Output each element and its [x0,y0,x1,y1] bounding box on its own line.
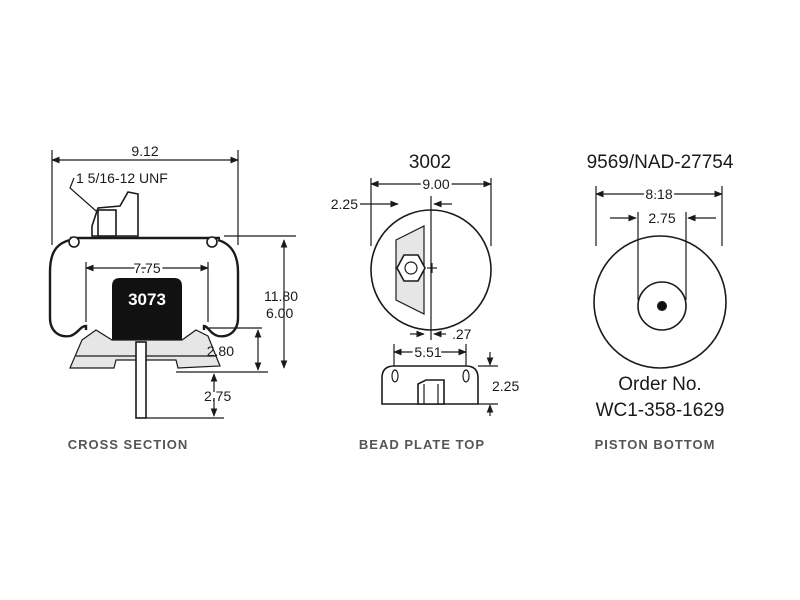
stud-spacing-label: 5.51 [414,344,441,360]
bead-plate-caption: BEAD PLATE TOP [359,437,485,452]
mount-nut [396,254,426,282]
lower-stud [135,341,147,419]
plate-height-label: 2.25 [492,378,519,394]
piston-part-number: 9569/NAD-27754 [587,152,734,173]
cross-section-caption: CROSS SECTION [68,437,189,452]
offset-label: 2.25 [331,196,358,212]
bellows-right-wall [202,238,240,338]
piston-diameter-label: 8.18 [645,186,672,202]
piston-outer-circle [593,235,727,369]
bellows-left-wall [48,238,88,338]
piston-bottom-caption: PISTON BOTTOM [595,437,716,452]
bumper-block [112,278,182,346]
order-label: Order No. [618,374,701,395]
stud-slot-right [462,369,470,383]
piston-inner-circle [637,281,687,331]
cross-section-view: 9.12 1 5/16-12 UNF 7.75 3073 11.80 6.0 [48,143,298,452]
height-min-label: 6.00 [266,305,293,321]
model-badge: 3073 [128,290,166,309]
bead-plate-view: 3002 9.00 2.25 .27 5.51 [331,152,520,452]
order-number: WC1-358-1629 [596,400,725,421]
bead-plate-part-number: 3002 [409,152,451,173]
bead-right [206,236,218,248]
overall-width-label: 9.12 [131,143,158,159]
stud-slot-left [391,369,399,383]
side-nut [417,379,445,405]
mount-nut-hole [404,261,418,275]
height-max-label: 11.80 [264,288,298,304]
inner-diameter-label: 2.75 [648,210,675,226]
thread-spec-label: 1 5/16-12 UNF [76,170,168,186]
piston-width-label: 7.75 [133,260,160,276]
thread-leader-line [69,177,105,219]
bead-left [68,236,80,248]
upper-stud [97,209,117,237]
piston-center-hole [657,301,667,311]
piston-bottom-view: 9569/NAD-27754 8.18 2.75 Order No. WC1-3… [587,152,734,452]
bead-plate-diameter-label: 9.00 [422,176,449,192]
stud-length-label: 2.75 [204,388,231,404]
edge-offset-label: .27 [452,326,472,342]
piston-height-label: 2.80 [207,343,234,359]
